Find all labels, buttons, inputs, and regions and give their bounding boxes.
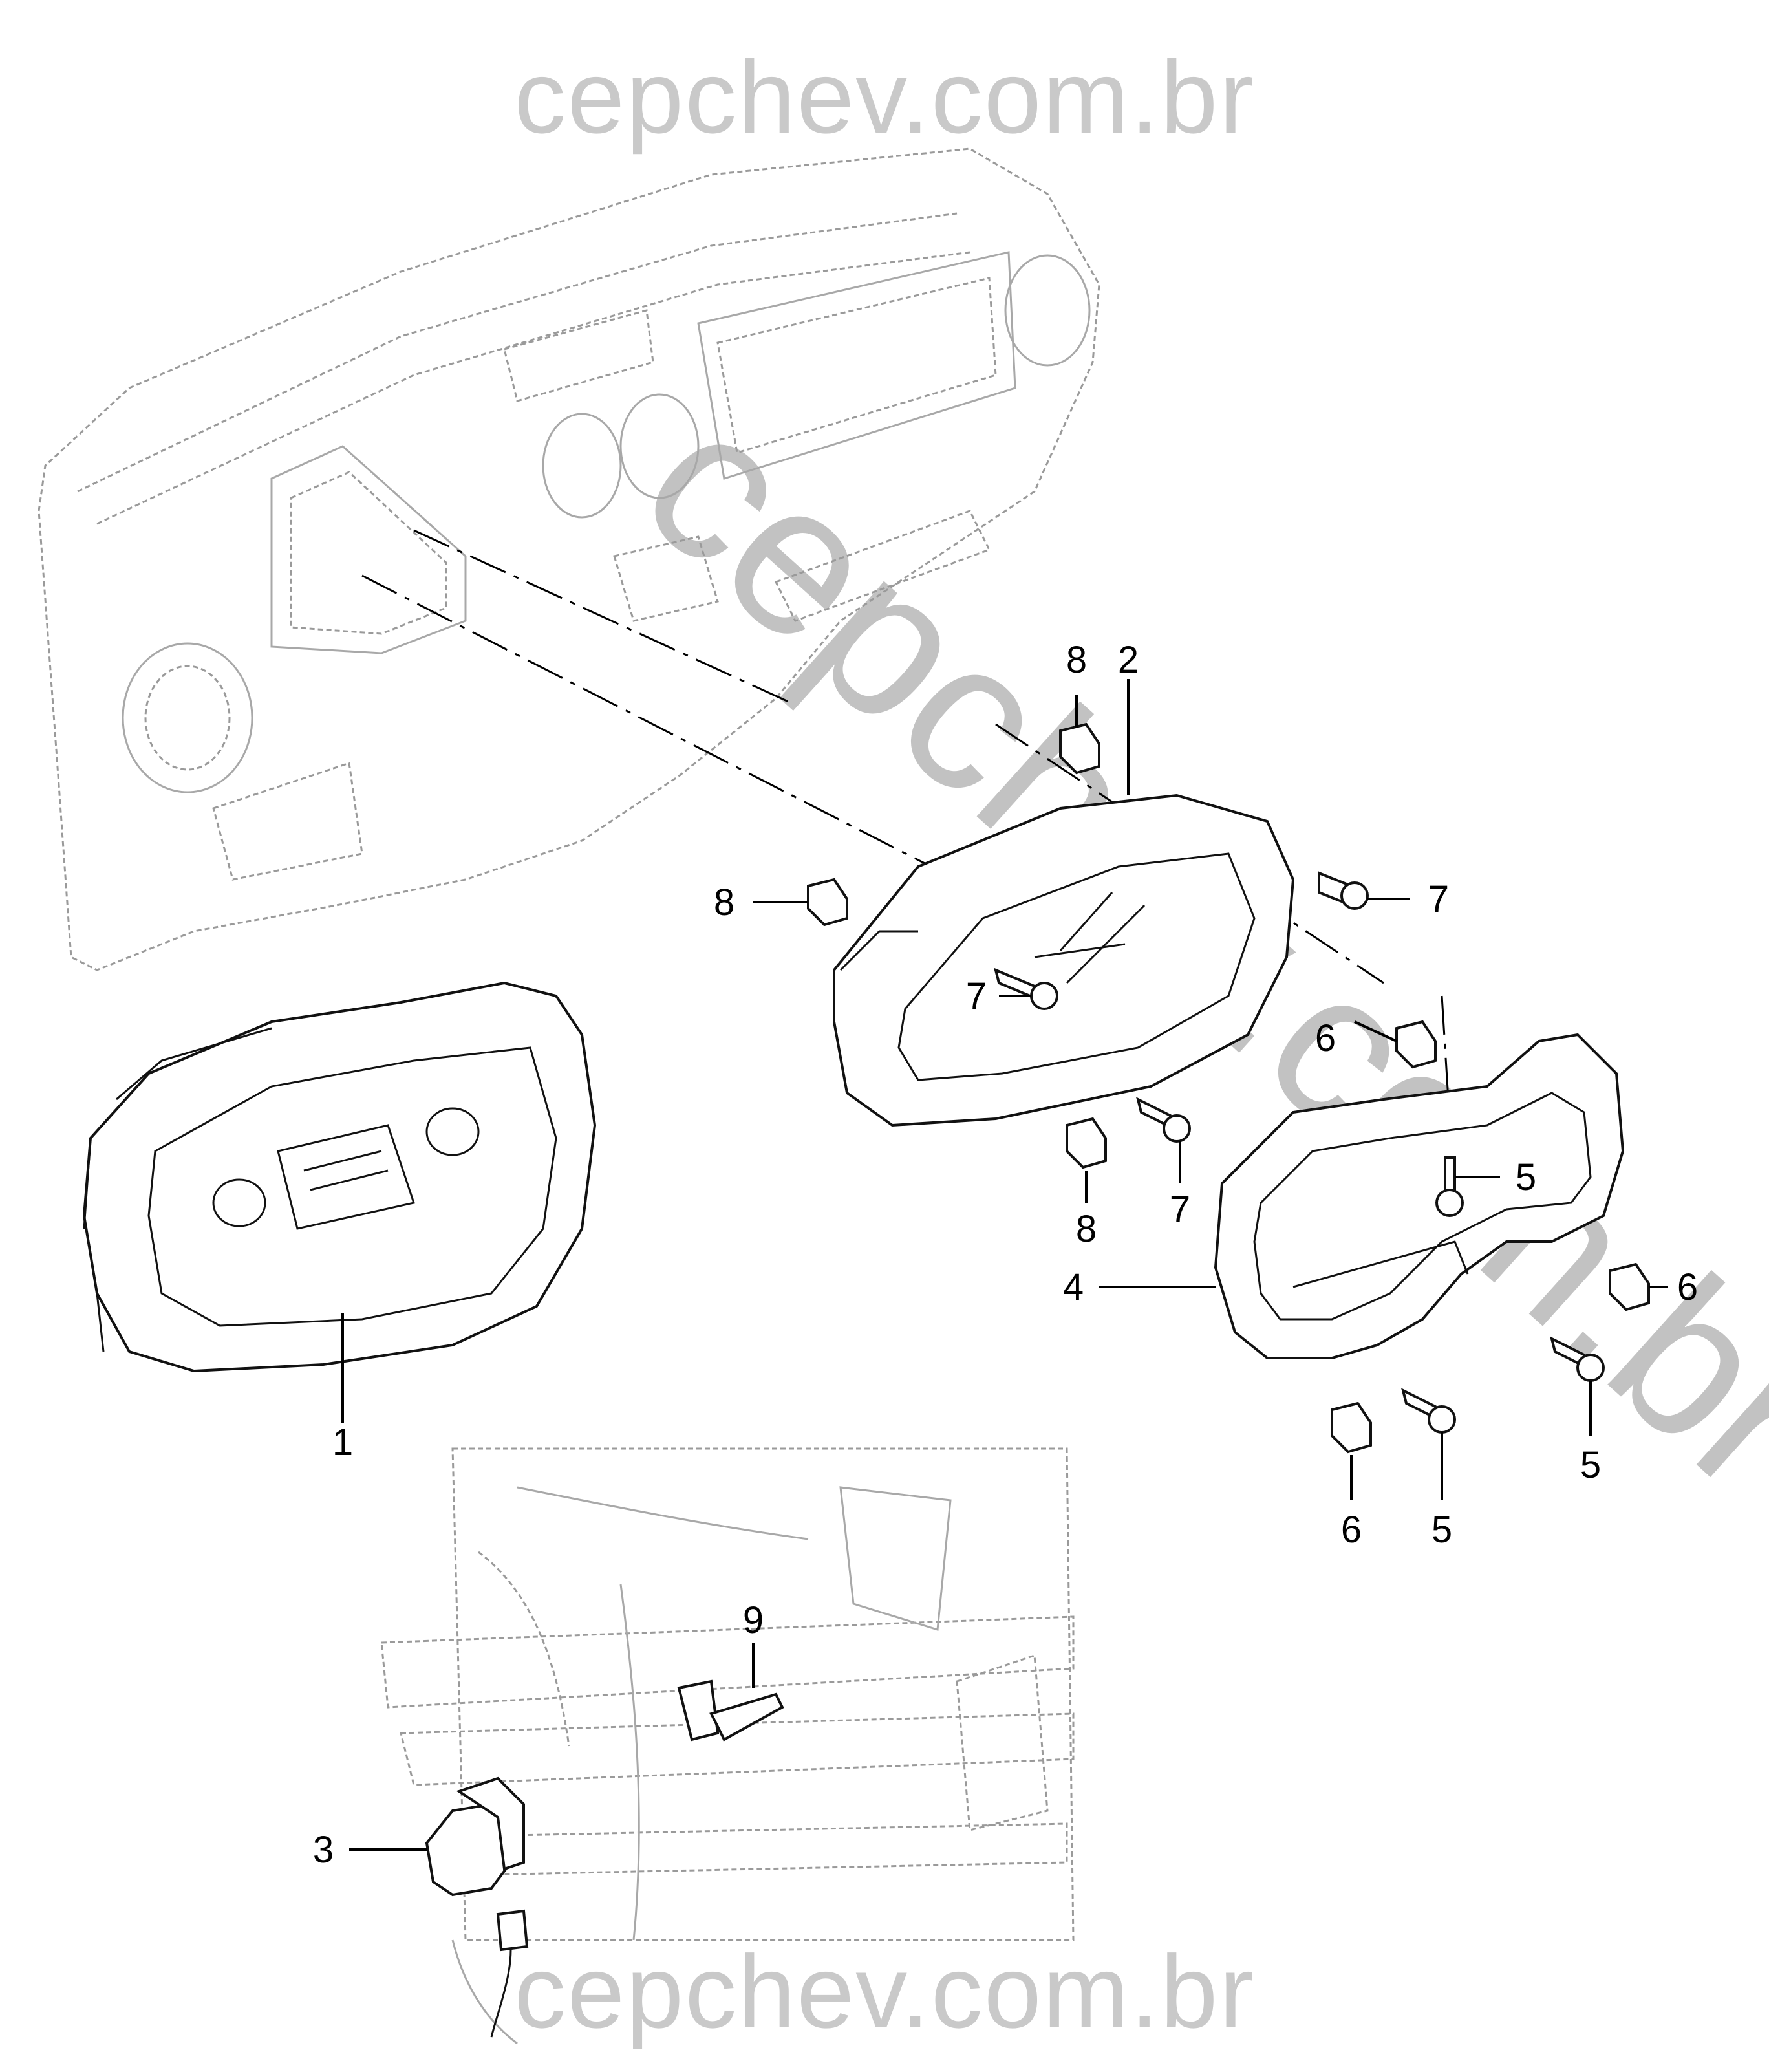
- callout-7-c: 7: [1170, 1189, 1190, 1231]
- trim-bezel-part-4: [1214, 1033, 1625, 1359]
- callout-2: 2: [1118, 639, 1139, 681]
- callout-labels: 1 2 3 4 5 5 5 6 6 6 7 7 7 8 8 8 9: [313, 639, 1698, 1871]
- callout-1: 1: [332, 1421, 353, 1463]
- watermark-bottom: cepchev.com.br: [514, 1934, 1255, 2049]
- callout-5-c: 5: [1431, 1509, 1452, 1551]
- fastener-nuts: [807, 722, 1650, 1454]
- callout-8-c: 8: [1076, 1208, 1097, 1250]
- body-structure-background: [380, 1447, 1075, 2045]
- callout-7-a: 7: [1428, 878, 1449, 920]
- callout-4: 4: [1063, 1266, 1084, 1308]
- callout-9: 9: [743, 1599, 764, 1641]
- callout-8-a: 8: [1066, 639, 1087, 681]
- leader-lines: [341, 679, 1668, 1851]
- cluster-housing-part-2: [833, 793, 1295, 1127]
- connector-part-3: [425, 1776, 529, 2038]
- callout-6-c: 6: [1341, 1509, 1362, 1551]
- instrument-cluster-part-1: [82, 981, 597, 1373]
- fastener-screws: [994, 871, 1605, 1434]
- callout-6-b: 6: [1677, 1266, 1698, 1308]
- dashboard-background: [38, 147, 1100, 971]
- callout-3: 3: [313, 1829, 334, 1871]
- callout-7-b: 7: [966, 975, 987, 1017]
- callout-6-a: 6: [1315, 1017, 1336, 1059]
- callout-5-a: 5: [1516, 1156, 1536, 1198]
- clip-part-9: [677, 1679, 784, 1742]
- callout-5-b: 5: [1580, 1444, 1601, 1486]
- watermark-top: cepchev.com.br: [514, 39, 1255, 155]
- callout-8-b: 8: [714, 881, 734, 923]
